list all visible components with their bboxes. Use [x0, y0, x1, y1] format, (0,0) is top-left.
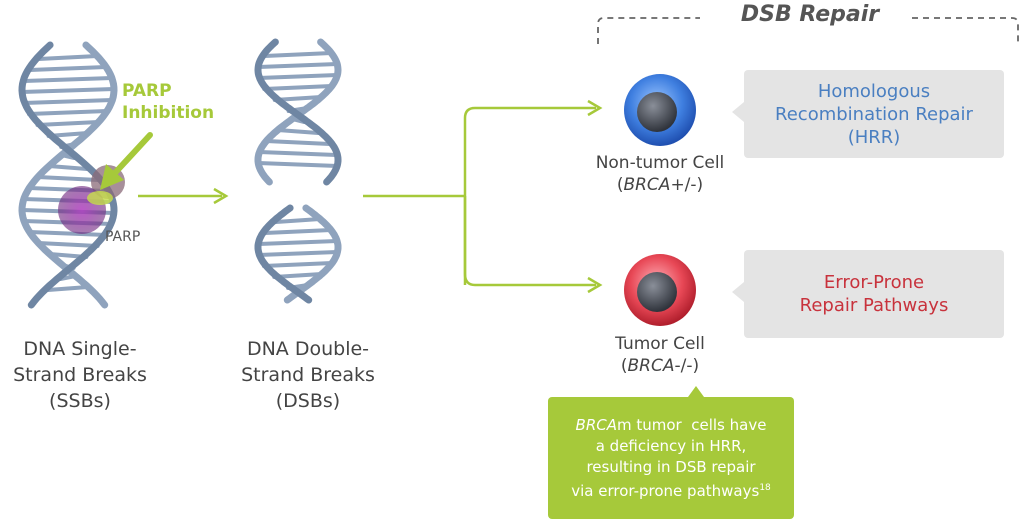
ssb-helix-rung	[36, 54, 100, 61]
note-reference: 18	[759, 482, 771, 493]
ssb-helix-rung	[27, 230, 109, 237]
dsb-label-line2: Strand Breaks	[241, 364, 375, 386]
error-prone-box: Error-Prone Repair Pathways	[744, 250, 1004, 338]
ssb-helix-rung	[22, 76, 114, 83]
dsb-helix-top-rung	[257, 150, 339, 157]
dsb-label-line1: DNA Double-	[246, 338, 370, 360]
non-tumor-cell-label: Non-tumor Cell (BRCA+/-)	[575, 152, 745, 196]
dsb-helix-top-strand	[254, 38, 342, 186]
ssb-helix-strand	[18, 41, 118, 309]
parp-inhibition-line2: Inhibition	[122, 103, 215, 123]
dsb-helix-bottom-rung	[256, 250, 340, 257]
dsb-repair-bracket	[597, 17, 1019, 44]
ssb-helix-rung	[26, 109, 110, 116]
ssb-label-line2: Strand Breaks	[13, 364, 147, 386]
error-callout-pointer	[732, 282, 744, 302]
parp-inhibition-arrow	[100, 132, 153, 190]
tumor-cell-label: Tumor Cell (BRCA-/-)	[575, 333, 745, 377]
dsb-label: DNA Double- Strand Breaks (DSBs)	[228, 336, 388, 414]
tumor-cell-icon	[624, 254, 696, 326]
ssb-helix-rung	[36, 241, 100, 248]
ssb-helix-rung	[45, 285, 91, 292]
ssb-helix-rung	[21, 98, 115, 105]
dsb-helix-top-rung	[256, 73, 340, 80]
hrr-box-line3: (HRR)	[847, 126, 901, 148]
hrr-box: Homologous Recombination Repair (HRR)	[744, 70, 1004, 158]
dsb-helix-top-rung	[275, 128, 321, 135]
parp-inhibition-label: PARP Inhibition	[122, 80, 214, 124]
note-line4: via error-prone pathways18	[571, 481, 771, 500]
dsb-helix-bottom-strand	[283, 204, 342, 304]
ssb-helix-rung	[46, 164, 90, 171]
ssb-label-line3: (SSBs)	[49, 390, 111, 412]
dsb-helix-top-rung	[264, 139, 332, 146]
brca-note-box: BRCAm tumor cells have a deficiency in H…	[548, 397, 794, 519]
dsb-helix-top-rung	[262, 51, 334, 58]
ssb-to-dsb-arrow	[138, 187, 229, 205]
dsb-helix-bottom-rung	[256, 239, 340, 246]
ssb-helix-rung	[35, 120, 101, 127]
branch-arrow	[363, 99, 603, 294]
dsb-label-line3: (DSBs)	[275, 390, 341, 412]
hrr-callout-pointer	[732, 102, 744, 122]
ssb-label-line1: DNA Single-	[23, 338, 137, 360]
dsb-repair-title: DSB Repair	[740, 2, 880, 27]
dsb-helix-bottom-strand	[254, 204, 313, 304]
note-line1: BRCAm tumor cells have	[575, 415, 767, 434]
dsb-helix-bottom-rung	[273, 217, 323, 224]
note-line3: resulting in DSB repair	[586, 457, 756, 476]
ssb-label: DNA Single- Strand Breaks (SSBs)	[0, 336, 160, 414]
note-line2: a deficiency in HRR,	[595, 436, 747, 455]
hrr-box-line2: Recombination Repair	[775, 103, 973, 125]
note-callout-pointer	[688, 386, 704, 397]
non-tumor-cell-icon	[624, 74, 696, 146]
ssb-helix-rung	[35, 175, 101, 182]
parp-binding-site	[87, 191, 113, 205]
error-box-line2: Repair Pathways	[799, 295, 949, 316]
tumor-cell-genotype: (BRCA-/-)	[620, 356, 700, 376]
parp-inhibition-line1: PARP	[122, 81, 172, 101]
non-tumor-cell-name: Non-tumor Cell	[595, 153, 725, 173]
parp-label: PARP	[105, 229, 141, 245]
ssb-helix-rung	[20, 87, 116, 94]
dsb-helix-top-strand	[254, 38, 342, 186]
hrr-box-line1: Homologous	[817, 80, 931, 102]
dsb-helix-top-rung	[256, 161, 340, 168]
non-tumor-cell-genotype: (BRCA+/-)	[616, 175, 704, 195]
dsb-helix-top-rung	[256, 62, 340, 69]
dsb-helix-bottom-rung	[261, 261, 335, 268]
error-box-line1: Error-Prone	[823, 272, 925, 293]
tumor-cell-name: Tumor Cell	[615, 334, 705, 354]
dsb-helix-bottom-rung	[263, 228, 333, 235]
dsb-helix-top-rung	[262, 84, 334, 91]
dna-dsb-helix	[254, 38, 342, 304]
ssb-helix-rung	[27, 65, 109, 72]
